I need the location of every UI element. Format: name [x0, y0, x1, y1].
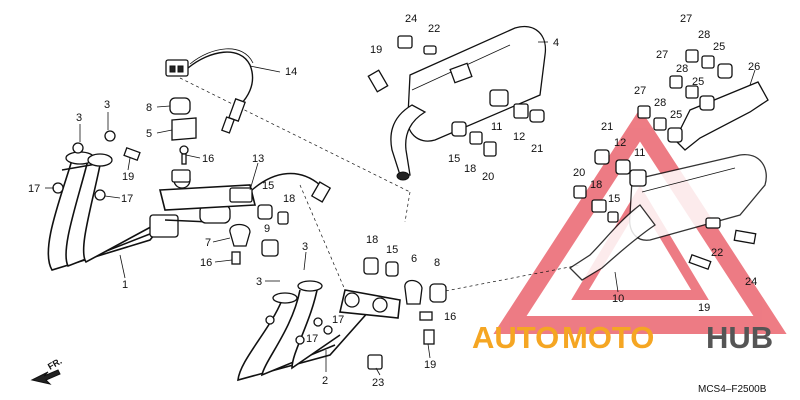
part-label-28: 28 — [654, 97, 666, 109]
watermark-brand: AUTO MOTO HUB — [472, 320, 773, 355]
o2-sensor-wire-14 — [165, 48, 254, 134]
part-label-7: 7 — [205, 237, 211, 249]
clamp-middle — [229, 204, 289, 265]
part-label-24: 24 — [745, 276, 757, 288]
part-label-3: 3 — [256, 276, 262, 288]
part-label-18: 18 — [283, 193, 295, 205]
muffler-10 — [568, 149, 767, 281]
bracket-cluster-left — [52, 97, 197, 201]
part-label-16: 16 — [200, 257, 212, 269]
part-label-15: 15 — [262, 180, 274, 192]
part-label-28: 28 — [676, 63, 688, 75]
part-label-22: 22 — [428, 23, 440, 35]
part-label-28: 28 — [698, 29, 710, 41]
part-label-16: 16 — [202, 153, 214, 165]
part-label-27: 27 — [634, 85, 646, 97]
dashed-leaders — [179, 77, 581, 293]
muffler-4 — [367, 25, 547, 181]
exhaust-pipe-2 — [237, 280, 401, 382]
part-label-8: 8 — [146, 102, 152, 114]
bracket-26 — [637, 49, 769, 151]
part-label-12: 12 — [614, 137, 626, 149]
part-label-6: 6 — [411, 253, 417, 265]
part-label-25: 25 — [713, 41, 725, 53]
part-label-14: 14 — [285, 66, 297, 78]
part-label-24: 24 — [405, 13, 417, 25]
part-label-5: 5 — [146, 128, 152, 140]
part-label-18: 18 — [366, 234, 378, 246]
part-label-25: 25 — [670, 109, 682, 121]
leader-lines — [45, 41, 756, 376]
watermark-brand-hub: HUB — [706, 320, 773, 355]
part-label-27: 27 — [680, 13, 692, 25]
part-label-10: 10 — [612, 293, 624, 305]
part-label-12: 12 — [513, 131, 525, 143]
exhaust-pipe-1 — [47, 151, 231, 271]
part-label-23: 23 — [372, 377, 384, 389]
part-label-19: 19 — [370, 44, 382, 56]
part-label-25: 25 — [692, 76, 704, 88]
part-label-3: 3 — [104, 99, 110, 111]
part-label-17: 17 — [28, 183, 40, 195]
part-label-15: 15 — [448, 153, 460, 165]
part-label-15: 15 — [386, 244, 398, 256]
part-label-17: 17 — [306, 333, 318, 345]
front-arrow: FR. — [30, 356, 64, 385]
part-label-17: 17 — [121, 193, 133, 205]
part-label-20: 20 — [482, 171, 494, 183]
part-label-19: 19 — [122, 171, 134, 183]
part-label-11: 11 — [634, 147, 645, 159]
part-label-8: 8 — [434, 257, 440, 269]
part-label-16: 16 — [444, 311, 456, 323]
part-label-2: 2 — [322, 375, 328, 387]
part-label-4: 4 — [553, 37, 559, 49]
sensor-wire-13 — [229, 172, 332, 203]
part-label-19: 19 — [424, 359, 436, 371]
part-label-20: 20 — [573, 167, 585, 179]
drawing-code: MCS4–F2500B — [698, 384, 767, 395]
part-label-18: 18 — [464, 163, 476, 175]
part-label-21: 21 — [601, 121, 613, 133]
part-labels: 14 8 5 16 19 3 3 17 17 1 13 15 18 7 9 16… — [28, 13, 760, 389]
front-marker-label: FR. — [46, 356, 64, 372]
watermark-brand-auto: AUTO — [472, 320, 559, 355]
part-label-13: 13 — [252, 153, 264, 165]
part-label-27: 27 — [656, 49, 668, 61]
part-label-19: 19 — [698, 302, 710, 314]
part-label-21: 21 — [531, 143, 543, 155]
part-label-26: 26 — [748, 61, 760, 73]
part-label-18: 18 — [590, 179, 602, 191]
part-label-15: 15 — [608, 193, 620, 205]
part-label-9: 9 — [264, 223, 270, 235]
part-label-3: 3 — [302, 241, 308, 253]
part-label-1: 1 — [122, 279, 128, 291]
part-label-11: 11 — [491, 121, 502, 133]
joint-parts-middle — [363, 257, 447, 370]
watermark-brand-moto: MOTO — [562, 320, 654, 355]
part-label-17: 17 — [332, 314, 344, 326]
part-label-22: 22 — [711, 247, 723, 259]
part-label-3: 3 — [76, 112, 82, 124]
